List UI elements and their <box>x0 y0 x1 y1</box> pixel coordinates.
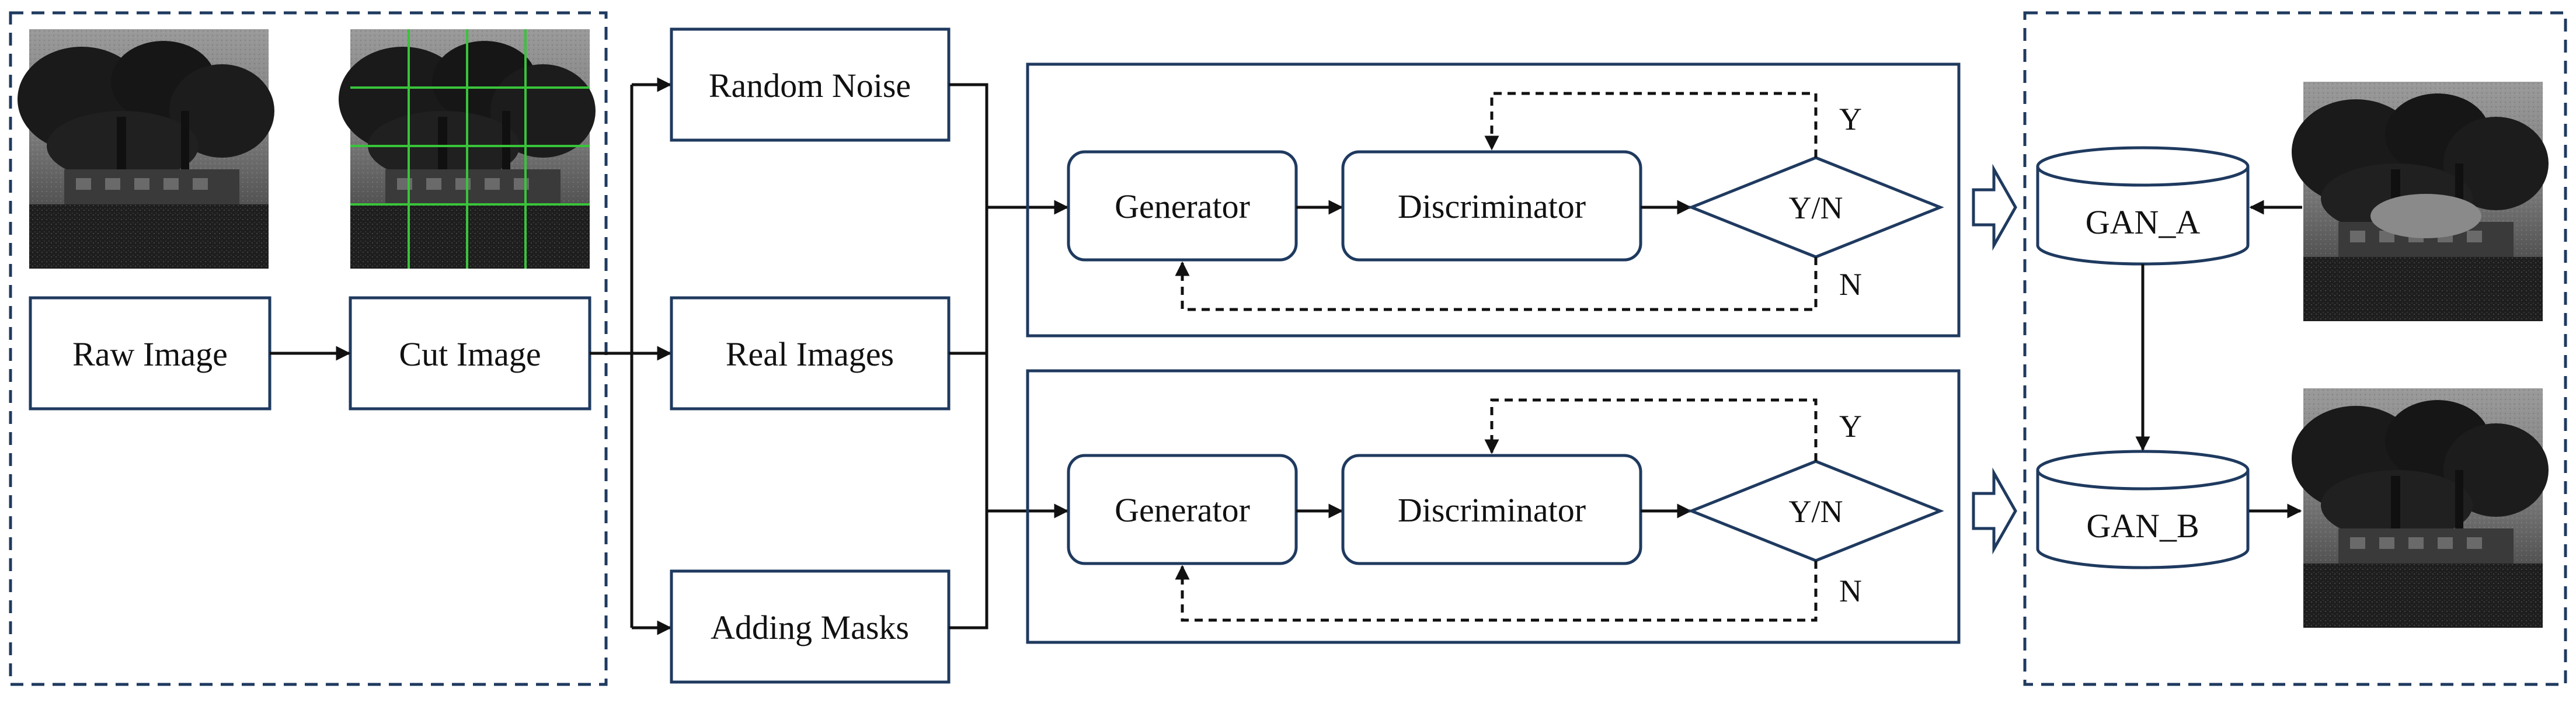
real-images-box <box>670 296 951 411</box>
top-decision-diamond <box>1687 156 1944 259</box>
bottom-yes-label: Y <box>1839 409 1862 444</box>
input-stage-frame <box>9 11 608 686</box>
gan-a-label: GAN_A <box>2086 203 2201 241</box>
bottom-output-block-arrow <box>1972 467 2017 555</box>
gan-b-label: GAN_B <box>2086 507 2199 545</box>
random-noise-label: Random Noise <box>709 67 911 105</box>
raw-image-box <box>29 296 271 411</box>
bottom-no-feedback-line <box>1175 561 1818 622</box>
random-noise-box <box>670 27 951 142</box>
bottom-gan-frame <box>1026 369 1961 644</box>
bottom-yes-feedback-line <box>1484 398 1818 461</box>
restored-image-thumbnail <box>2292 388 2549 628</box>
bottom-decision-label: Y/N <box>1789 494 1843 529</box>
top-no-feedback-line <box>1175 257 1818 311</box>
raw-image-label: Raw Image <box>72 335 228 373</box>
bottom-no-label: N <box>1839 573 1862 608</box>
masks-merge-line <box>949 511 988 630</box>
bottom-decision-diamond <box>1687 460 1944 562</box>
noise-merge-line <box>949 83 988 207</box>
top-discriminator-label: Discriminator <box>1398 187 1586 225</box>
top-yes-label: Y <box>1839 102 1862 137</box>
top-no-label: N <box>1839 267 1862 302</box>
adding-masks-box <box>670 569 951 684</box>
cut-image-label: Cut Image <box>399 335 541 373</box>
top-gan-frame <box>1026 62 1961 338</box>
gan-b-cylinder <box>2036 450 2250 569</box>
top-decision-label: Y/N <box>1789 190 1843 225</box>
cut-image-thumbnail <box>339 29 596 269</box>
bottom-generator-label: Generator <box>1115 491 1250 529</box>
raw-image-thumbnail <box>18 29 274 269</box>
top-output-block-arrow <box>1972 164 2017 251</box>
real-images-label: Real Images <box>726 335 894 373</box>
model-stage-frame <box>2023 11 2567 686</box>
masked-image-thumbnail <box>2292 82 2549 321</box>
cut-image-box <box>349 296 591 411</box>
top-yes-feedback-line <box>1484 92 1818 158</box>
gan-a-cylinder <box>2036 146 2250 266</box>
bottom-discriminator-label: Discriminator <box>1398 491 1586 529</box>
top-generator-label: Generator <box>1115 187 1250 225</box>
adding-masks-label: Adding Masks <box>711 608 909 646</box>
